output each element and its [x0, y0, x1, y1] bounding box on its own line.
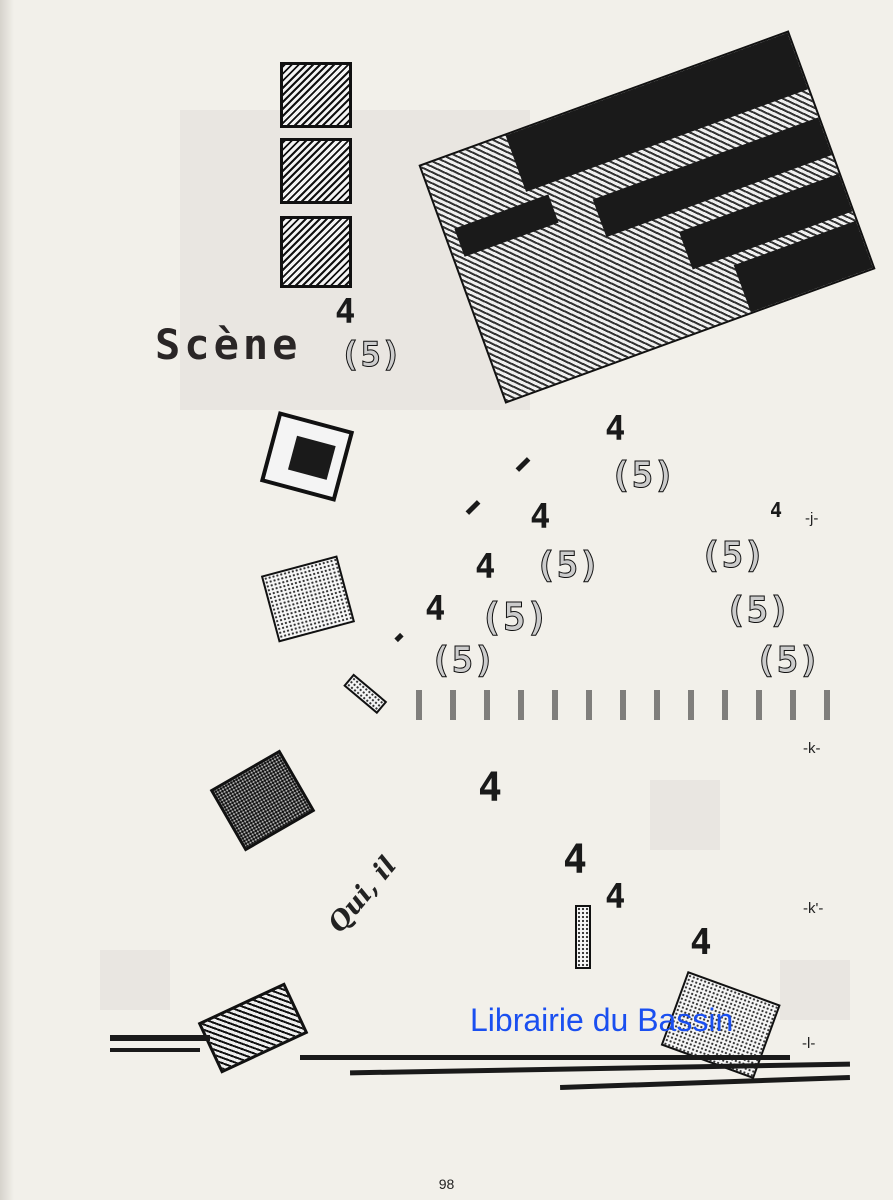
scene-number-5: (5) [480, 595, 550, 640]
scene-number-4: 4 [690, 922, 712, 963]
scene-number-5: (5) [429, 640, 496, 682]
scene-title: Scène [155, 320, 302, 369]
scene-number-5: (5) [609, 455, 676, 497]
caption-qui-il: Qui, il [322, 851, 403, 939]
scene-number-5: (5) [534, 545, 601, 587]
bar-dots [343, 673, 388, 715]
scene-number-4: 4 [770, 498, 783, 522]
tile-dark-block [287, 435, 336, 480]
pixel-bar [110, 1035, 210, 1041]
pixel-art-panel [418, 30, 876, 404]
label-l: -l- [802, 1035, 816, 1052]
scene-number-5: (5) [339, 335, 402, 376]
pixel-tile [280, 138, 352, 204]
pixel-tile [197, 982, 309, 1074]
label-k-prime: -k'- [803, 900, 824, 917]
scene-number-4: 4 [335, 292, 356, 332]
pixel-tile [280, 216, 352, 288]
pixel-fragment-row [400, 690, 850, 720]
scene-number-4: 4 [475, 547, 496, 587]
pixel-bar [349, 1061, 851, 1076]
pixel-bar [343, 673, 388, 715]
pixel-fragment [515, 457, 531, 472]
pixel-bar [560, 1074, 850, 1091]
scene-number-4: 4 [563, 837, 588, 883]
show-through-ghost [780, 960, 850, 1020]
pixel-bar [300, 1055, 790, 1060]
scene-number-5: (5) [724, 590, 791, 632]
scene-number-4: 4 [605, 409, 626, 449]
watermark: Librairie du Bassin [470, 1002, 734, 1038]
pixel-fragment [394, 632, 404, 643]
scene-number-5: (5) [699, 535, 766, 577]
pixel-tile [209, 749, 316, 852]
panel-dark-block [454, 194, 559, 257]
pixel-column [575, 905, 591, 969]
scene-number-4: 4 [478, 765, 503, 811]
pixel-tile [259, 411, 355, 502]
page-gutter-shadow [0, 0, 14, 1200]
tile-dots [260, 555, 356, 643]
pixel-tile [280, 62, 352, 128]
show-through-ghost [100, 950, 170, 1010]
page-number: 98 [438, 1176, 455, 1192]
scene-number-4: 4 [425, 589, 446, 629]
scene-number-4: 4 [530, 497, 551, 537]
pixel-fragment [465, 500, 481, 515]
pixel-tile [260, 555, 356, 643]
pixel-bar [110, 1048, 200, 1052]
scene-number-4: 4 [605, 877, 626, 917]
label-k: -k- [803, 740, 821, 757]
show-through-ghost [650, 780, 720, 850]
column-dots [575, 905, 591, 969]
label-j: -j- [805, 510, 819, 527]
scene-number-5: (5) [754, 640, 821, 682]
